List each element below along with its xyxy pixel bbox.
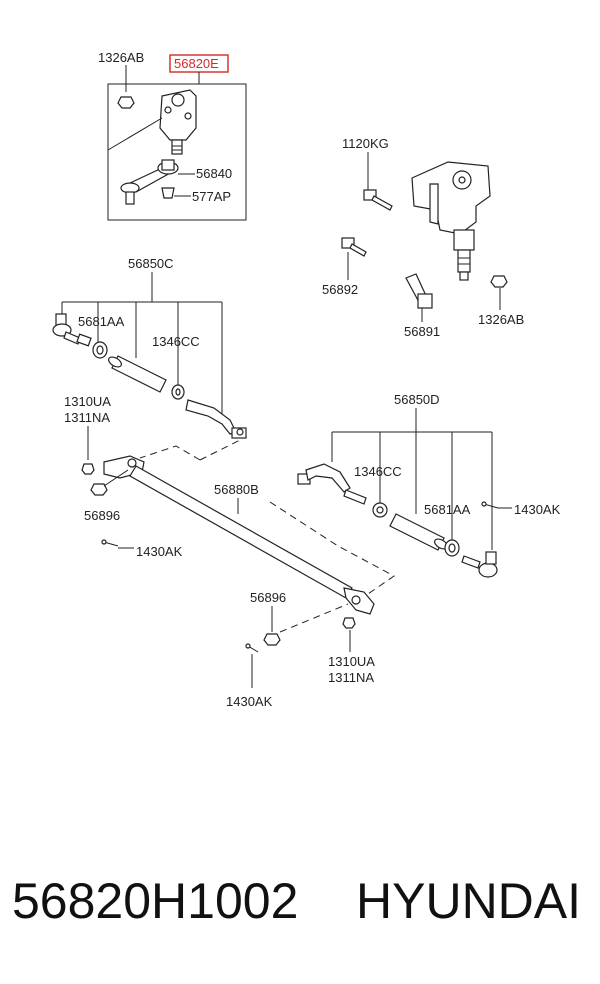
dash-line-2 [199,439,241,461]
label-577ap[interactable]: 577AP [192,189,231,204]
clamp-1346cc-right [372,502,388,518]
label-1326ab-top[interactable]: 1326AB [98,50,144,65]
split-pin-1430ak-bottom [245,643,259,653]
label-1326ab-right[interactable]: 1326AB [478,312,524,327]
label-56850c[interactable]: 56850C [128,256,174,271]
nut-1310ua-bottom [342,617,356,629]
nut-56896-bottom [263,633,281,646]
nut-1326ab-top [117,96,135,109]
label-1311na-left[interactable]: 1311NA [64,410,110,425]
dash-line-4 [279,603,349,633]
label-56891[interactable]: 56891 [404,324,440,339]
label-1430ak-left[interactable]: 1430AK [136,544,183,559]
clamp-1346cc-left [171,384,185,400]
idler-arm-56840 [120,159,179,205]
label-1430ak-right[interactable]: 1430AK [514,502,561,517]
split-pin-577ap [161,187,175,199]
tie-rod-end-right [461,551,498,578]
label-5681aa-left[interactable]: 5681AA [78,314,125,329]
label-56820e[interactable]: 56820E [174,56,219,71]
bolt-1120kg [363,189,393,211]
split-pin-1430ak-left [101,539,119,547]
label-56892[interactable]: 56892 [322,282,358,297]
label-1346cc-right[interactable]: 1346CC [354,464,402,479]
adjusting-tube-right [389,513,448,551]
adjusting-tube-left [108,355,167,393]
tie-rod-end-right-inner [297,463,367,505]
label-1310ua-bottom[interactable]: 1310UA [328,654,375,669]
nut-56896-left [90,483,108,496]
group-box-56820e [107,83,247,221]
clamp-5681aa-left [92,341,108,359]
centre-link-56880b [103,455,375,615]
nut-1310ua-left [81,463,95,475]
label-1310ua-left[interactable]: 1310UA [64,394,111,409]
bolt-56892 [341,237,367,257]
idler-arm-bracket [159,89,197,155]
tie-rod-end-left [52,313,92,347]
footer: 56820H1002 HYUNDAI [0,872,600,952]
part-number: 56820H1002 [12,873,299,929]
clamp-5681aa-right [444,539,460,557]
brand-name: HYUNDAI [356,873,582,929]
dash-line-3 [269,501,395,595]
label-56896-bottom[interactable]: 56896 [250,590,286,605]
label-56880b[interactable]: 56880B [214,482,259,497]
nut-1326ab-right [490,275,508,288]
steering-gear-box [411,161,491,281]
label-1120kg[interactable]: 1120KG [342,136,389,151]
label-1346cc-left[interactable]: 1346CC [152,334,200,349]
tie-rod-end-left-inner [185,399,247,439]
label-56840[interactable]: 56840 [196,166,232,181]
label-5681aa-right[interactable]: 5681AA [424,502,471,517]
split-pin-1430ak-right [481,501,499,509]
dash-line-1 [139,445,201,461]
label-1430ak-bottom[interactable]: 1430AK [226,694,273,709]
label-56850d[interactable]: 56850D [394,392,440,407]
pitman-arm-56891 [405,273,433,309]
label-56896-left[interactable]: 56896 [84,508,120,523]
label-1311na-bottom[interactable]: 1311NA [328,670,374,685]
